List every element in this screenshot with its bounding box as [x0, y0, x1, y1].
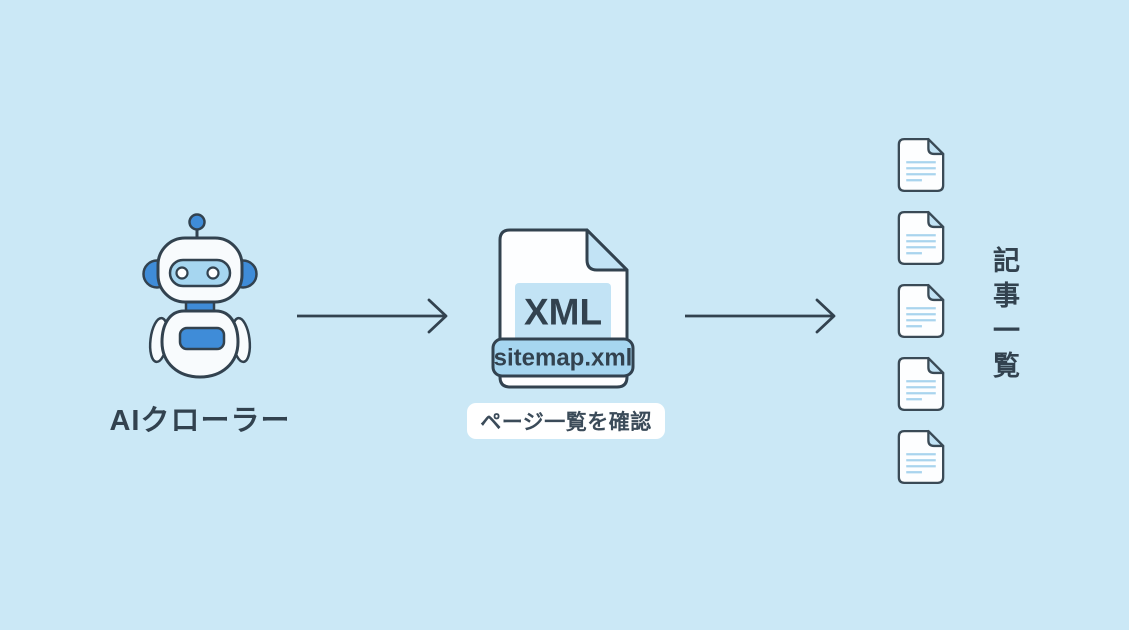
robot-icon [142, 213, 258, 379]
caption-pill: ページ一覧を確認 [467, 403, 665, 439]
crawler-label: AIクローラー [109, 405, 291, 437]
robot-eye-left [175, 266, 189, 280]
file-type-block [515, 283, 611, 341]
caption-text: ページ一覧を確認 [480, 411, 652, 434]
article-documents [897, 137, 945, 485]
document-icon [897, 357, 945, 411]
articles-label: 記事一覧 [989, 246, 1019, 387]
robot-eye-right [206, 266, 220, 280]
arrow-right-icon-2 [685, 298, 836, 334]
document-icon [897, 138, 945, 193]
robot-visor [168, 258, 232, 288]
file-name-label: sitemap.xml [494, 345, 633, 372]
robot-antenna-ball [188, 213, 206, 231]
sitemap-file-icon: XML sitemap.xml [491, 228, 635, 389]
arrow-right-icon-1 [297, 298, 448, 334]
document-icon [897, 284, 945, 338]
file-name-badge [491, 337, 635, 378]
file-type-label: XML [524, 292, 602, 333]
file-fold [585, 228, 629, 272]
robot-chest-panel [178, 326, 226, 351]
document-icon [897, 211, 945, 265]
document-icon [897, 430, 945, 484]
